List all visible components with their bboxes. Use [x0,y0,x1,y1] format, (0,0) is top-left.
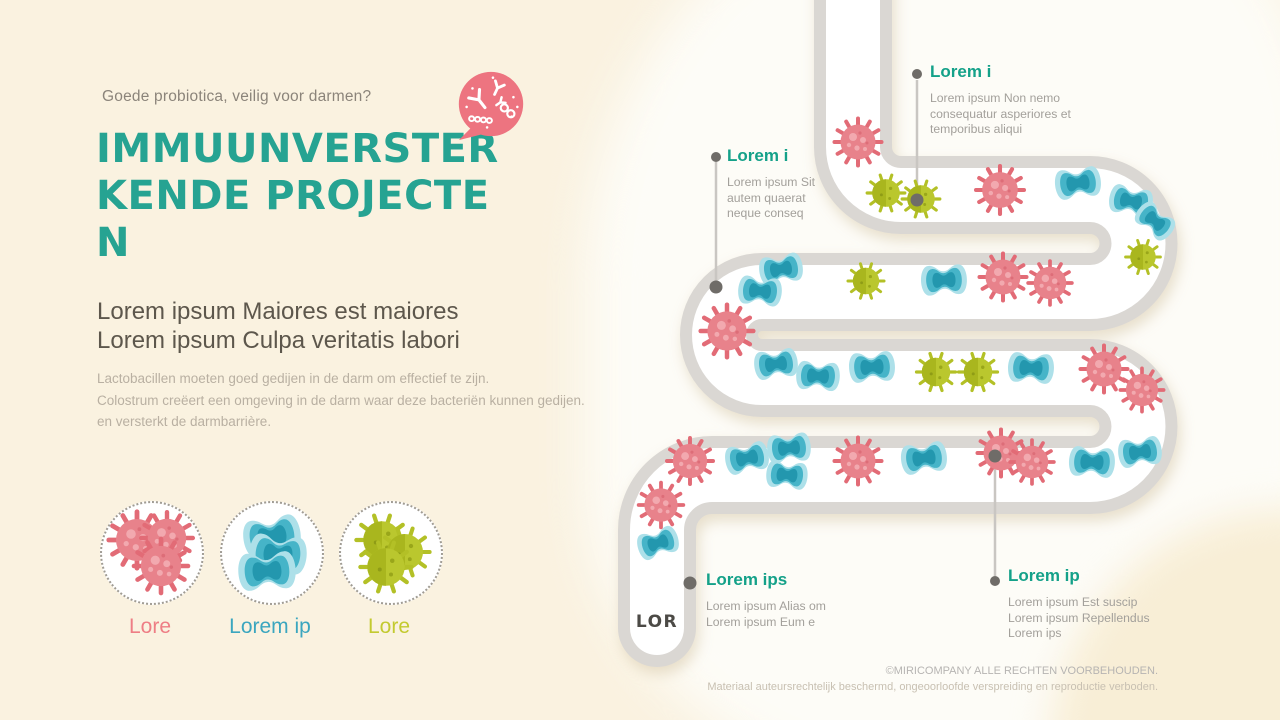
bubble-dots [465,76,519,129]
copyright-footer: ©MIRICOMPANY ALLE RECHTEN VOORBEHOUDEN. … [707,664,1158,695]
label-dot-bottom-right [990,576,1000,586]
callout-line: Lorem ipsum Sit [727,175,816,189]
probiotics-bubble-icon [458,71,524,141]
legend-label-teal: Lorem ip [229,615,311,638]
callout-line: Lorem ipsum Est suscip [1008,595,1138,609]
callout-line: temporibus aliqui [930,122,1023,136]
body-line: en versterkt de darmbarrière. [97,414,272,429]
page-title: IMMUUNVERSTER KENDE PROJECTE N [96,126,499,267]
callout-line: Lorem ipsum Eum e [706,614,816,629]
legend-circle-pink [100,501,204,605]
callout-top: Lorem i Lorem ipsum Non nemo consequatur… [930,62,1071,138]
callout-line: autem quaerat [727,190,806,205]
callout-line: Lorem ipsum Repellendus [1008,610,1150,625]
teal-bacterium-icon [222,503,322,603]
label-dot-bottom-left [683,576,697,590]
title-line: KENDE PROJECTE [96,173,490,219]
callout-title: Lorem i [930,62,992,81]
green-virus-icon [341,503,441,603]
body-line: Colostrum creëert een omgeving in de dar… [97,392,585,408]
callout-line: Lorem ips [1008,626,1062,640]
label-dot-left [711,152,721,162]
subtitle: Lorem ipsum Maiores est maiores Lorem ip… [97,297,460,355]
callout-dots [683,69,1002,590]
title-line: IMMUUNVERSTER [96,126,499,172]
legend-label-pink: Lore [128,615,172,638]
intestine-end-label: LOR [635,612,679,632]
eyebrow-text: Goede probiotica, veilig voor darmen? [102,88,372,105]
body-line: Lactobacillen moeten goed gedijen in de … [97,371,490,386]
anchor-dot-bottom-right [988,449,1002,463]
callout-line: Lorem ipsum Non nemo [930,91,1061,105]
title-line: N [96,220,130,266]
callout-left: Lorem i Lorem ipsum Sit autem quaerat ne… [727,146,815,222]
legend-label-green: Lore [367,615,411,638]
anchor-dot-top [910,193,924,207]
anchor-dot-left [709,280,723,294]
body-copy: Lactobacillen moeten goed gedijen in de … [97,368,585,433]
copyright-line: ©MIRICOMPANY ALLE RECHTEN VOORBEHOUDEN. [885,665,1158,677]
callout-title: Lorem i [727,146,789,165]
callout-line: consequatur asperiores et [930,106,1071,121]
callout-line: neque conseq [727,206,804,220]
callout-title: Lorem ips [706,570,788,589]
callout-bottom-left: Lorem ips Lorem ipsum Alias om Lorem ips… [706,570,826,630]
subtitle-line: Lorem ipsum Maiores est maiores [97,298,459,325]
label-dot-top [912,69,922,79]
pink-virus-icon [102,503,202,603]
callout-bottom-right: Lorem ip Lorem ipsum Est suscip Lorem ip… [1008,566,1150,642]
callout-title: Lorem ip [1008,566,1080,585]
callout-line: Lorem ipsum Alias om [706,599,826,613]
subtitle-line: Lorem ipsum Culpa veritatis labori [97,327,460,354]
legend-circle-green [339,501,443,605]
copyright-line: Materiaal auteursrechtelijk beschermd, o… [707,680,1158,693]
callout-connectors [714,80,997,576]
legend-circle-teal [220,501,324,605]
